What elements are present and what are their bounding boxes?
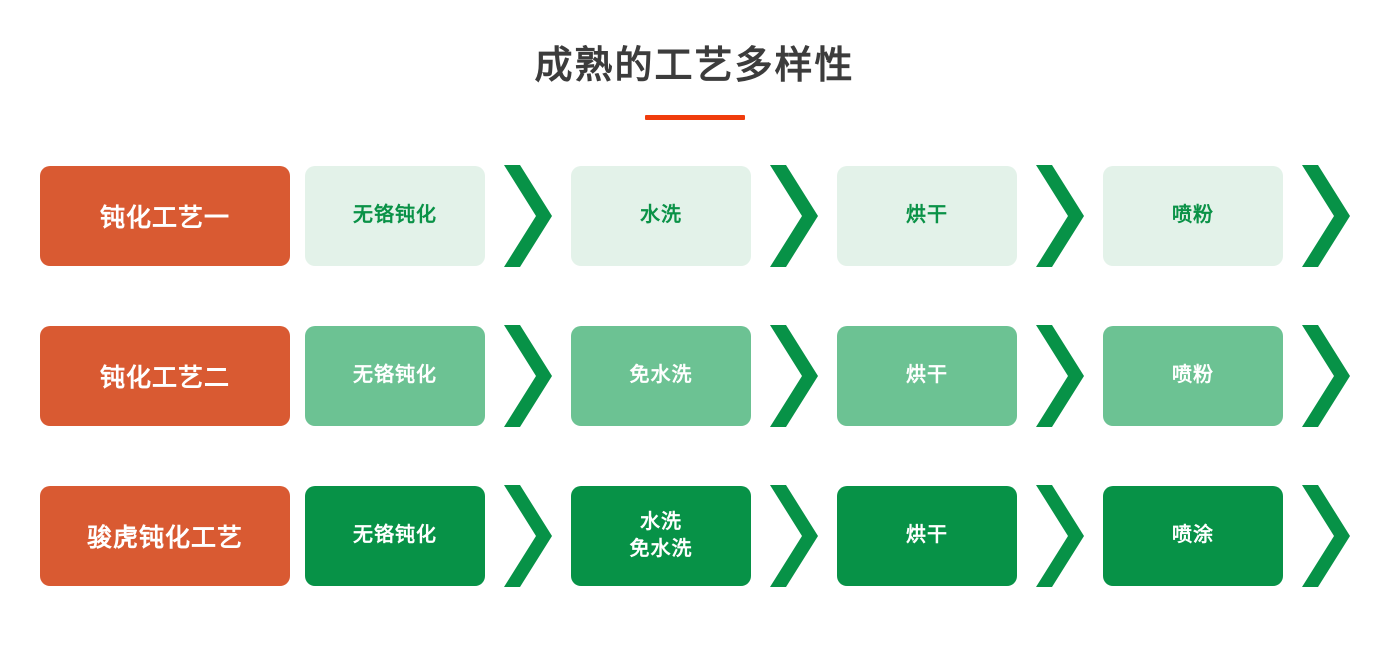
process-step-label: 烘干 [906, 524, 948, 547]
chevron-right-icon [504, 484, 552, 587]
chevron-right-icon [1036, 484, 1084, 587]
process-step[interactable]: 喷涂 [1103, 485, 1283, 586]
process-step-label: 烘干 [906, 204, 948, 227]
process-step[interactable]: 喷粉 [1103, 325, 1283, 426]
process-step[interactable]: 烘干 [837, 325, 1017, 426]
process-step-label: 喷粉 [1172, 204, 1214, 227]
process-step[interactable]: 烘干 [837, 485, 1017, 586]
process-step-label: 无铬钝化 [353, 524, 437, 547]
process-step-label: 无铬钝化 [353, 204, 437, 227]
process-step-label: 水洗 [640, 204, 682, 227]
process-step[interactable]: 烘干 [837, 165, 1017, 266]
process-row: 钝化工艺二 无铬钝化 免水洗 烘干 喷粉 [40, 324, 1389, 427]
process-step[interactable]: 无铬钝化 [305, 165, 485, 266]
chevron-right-icon [504, 164, 552, 267]
process-step-label: 喷涂 [1172, 524, 1214, 547]
chevron-right-icon [1302, 324, 1350, 427]
process-step[interactable]: 无铬钝化 [305, 485, 485, 586]
chevron-right-icon [1302, 164, 1350, 267]
chevron-right-icon [770, 164, 818, 267]
process-step[interactable]: 水洗 [571, 165, 751, 266]
chevron-right-icon [1036, 164, 1084, 267]
process-step-label: 喷粉 [1172, 364, 1214, 387]
process-step[interactable]: 喷粉 [1103, 165, 1283, 266]
process-step-label: 免水洗 [629, 537, 693, 560]
process-row: 骏虎钝化工艺 无铬钝化 水洗免水洗 烘干 喷涂 [40, 484, 1389, 587]
process-step[interactable]: 免水洗 [571, 325, 751, 426]
process-step-label: 无铬钝化 [353, 364, 437, 387]
chevron-right-icon [770, 484, 818, 587]
title-accent-bar [644, 114, 745, 120]
process-row-label[interactable]: 钝化工艺一 [40, 165, 290, 266]
process-step-label: 烘干 [906, 364, 948, 387]
process-step[interactable]: 无铬钝化 [305, 325, 485, 426]
process-row-label[interactable]: 骏虎钝化工艺 [40, 485, 290, 586]
process-row: 钝化工艺一 无铬钝化 水洗 烘干 喷粉 [40, 164, 1389, 267]
process-row-label[interactable]: 钝化工艺二 [40, 325, 290, 426]
page-header: 成熟的工艺多样性 [0, 0, 1389, 120]
chevron-right-icon [770, 324, 818, 427]
chevron-right-icon [504, 324, 552, 427]
process-step-label: 免水洗 [629, 364, 693, 387]
chevron-right-icon [1302, 484, 1350, 587]
page-title: 成熟的工艺多样性 [534, 45, 855, 87]
chevron-right-icon [1036, 324, 1084, 427]
process-step[interactable]: 水洗免水洗 [571, 485, 751, 586]
process-step-label: 水洗 [640, 510, 682, 533]
process-flow-diagram: 钝化工艺一无铬钝化水洗烘干喷粉钝化工艺二无铬钝化免水洗烘干喷粉骏虎钝化工艺无铬钝… [0, 164, 1389, 587]
